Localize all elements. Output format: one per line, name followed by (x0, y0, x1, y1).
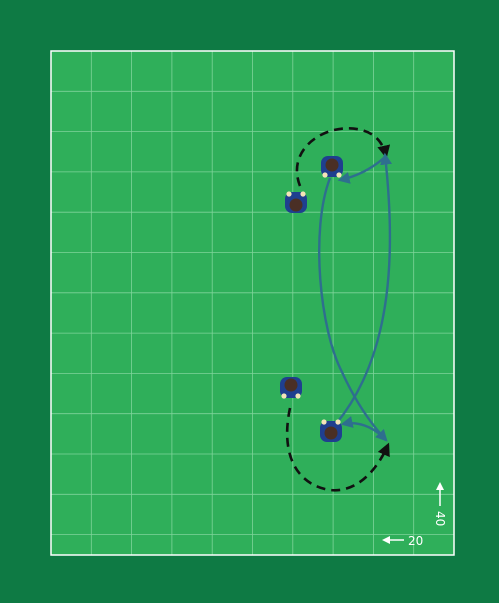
player-3[interactable] (280, 377, 302, 399)
width-dimension-label: 20 (408, 534, 423, 548)
player-1[interactable] (321, 156, 343, 178)
player-2[interactable] (285, 191, 307, 213)
height-dimension-label: 40 (433, 511, 447, 526)
player-4[interactable] (320, 419, 342, 442)
